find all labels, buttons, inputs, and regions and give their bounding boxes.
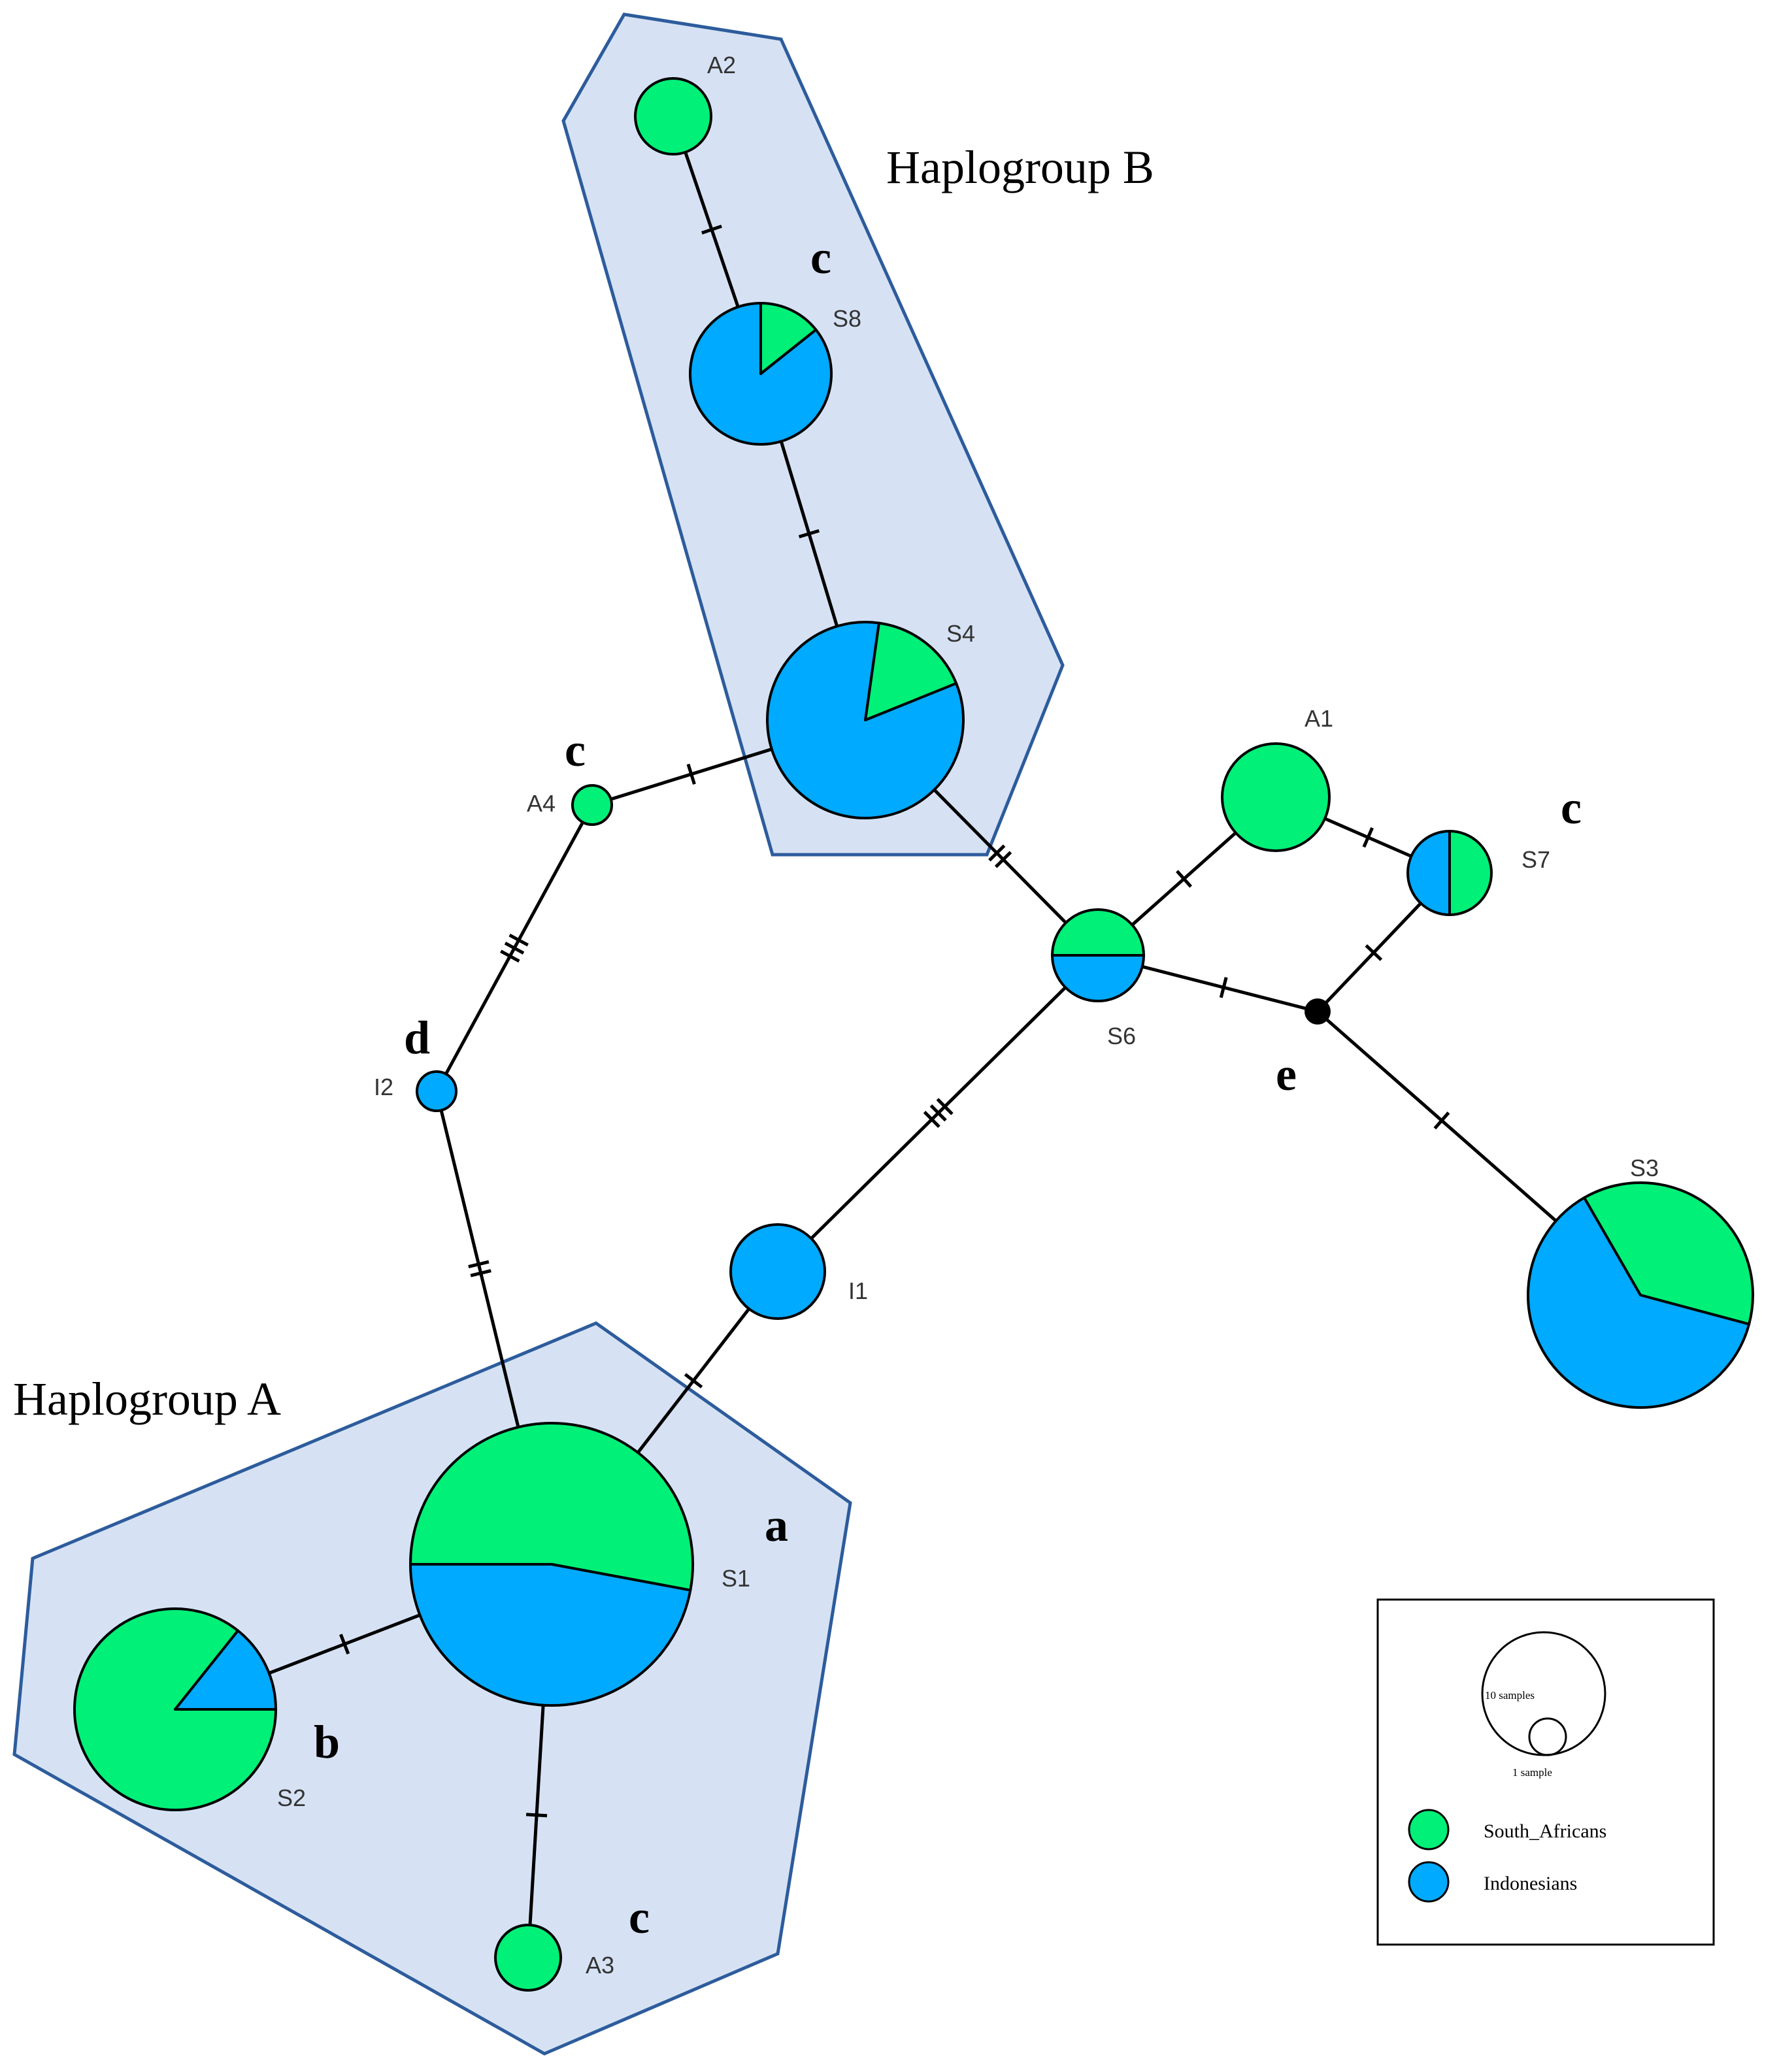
label-A1: A1 bbox=[1305, 705, 1333, 732]
pie-S6-south-africans bbox=[1051, 908, 1145, 957]
mutation-hatch-S4-S6-1 bbox=[988, 844, 1006, 862]
pie-S7-south-africans bbox=[1448, 830, 1493, 916]
pie-S3-south-africans bbox=[1583, 1181, 1754, 1326]
haplotype-S6 bbox=[1051, 908, 1145, 1002]
mutation-hatch-A2-S8-1 bbox=[701, 224, 722, 235]
mutation-hatch-S6-A1-1 bbox=[1176, 870, 1193, 888]
mutation-hatch-I2-S1-2 bbox=[470, 1269, 491, 1277]
pie-S4-south-africans bbox=[864, 621, 958, 721]
legend-label-south-africans: South_Africans bbox=[1484, 1820, 1606, 1842]
pie-S6-indonesians bbox=[1051, 954, 1145, 1002]
pie-S1-south-africans bbox=[409, 1421, 694, 1592]
legend-size-small-label: 1 sample bbox=[1512, 1766, 1552, 1779]
mutation-hatch-S1-A3-1 bbox=[525, 1813, 548, 1818]
mutation-hatch-I1-S1-1 bbox=[684, 1373, 703, 1389]
label-S4: S4 bbox=[946, 620, 975, 647]
mutation-hatch-e_node-S3-1 bbox=[1433, 1111, 1450, 1130]
legend-size-large-label: 10 samples bbox=[1485, 1689, 1535, 1702]
annotation-b-s2: b bbox=[314, 1716, 340, 1768]
label-S3: S3 bbox=[1630, 1155, 1659, 1181]
haplotype-S4 bbox=[766, 621, 965, 819]
pie-I2-indonesians bbox=[416, 1070, 457, 1112]
haplogroup-b-label: Haplogroup B bbox=[886, 141, 1154, 193]
label-S7: S7 bbox=[1521, 846, 1550, 873]
haplotype-S7 bbox=[1406, 830, 1493, 916]
haplotype-S3 bbox=[1527, 1181, 1754, 1409]
haplotype-nodes bbox=[73, 77, 1754, 1992]
pie-S4-indonesians bbox=[766, 621, 965, 819]
legend-swatch-indonesians bbox=[1408, 1861, 1450, 1903]
mutation-hatch-S6-I1-2 bbox=[929, 1104, 947, 1122]
label-A3: A3 bbox=[586, 1952, 614, 1979]
pie-S1-indonesians bbox=[409, 1563, 692, 1707]
label-A2: A2 bbox=[707, 52, 736, 78]
mutation-hatch-A4-I2-3 bbox=[500, 949, 520, 963]
annotation-c-s7: c bbox=[1561, 781, 1582, 834]
label-A4: A4 bbox=[527, 790, 556, 817]
pie-A3-south-africans bbox=[494, 1924, 562, 1992]
pie-A2-south-africans bbox=[634, 77, 712, 156]
mutation-hatch-S8-S4-1 bbox=[798, 529, 820, 538]
annotation-c-a4: c bbox=[565, 724, 586, 776]
haplotype-S1 bbox=[409, 1421, 694, 1707]
haplotype-A4 bbox=[571, 784, 613, 826]
haplogroup-b-hull bbox=[561, 12, 1065, 857]
haplotype-I1 bbox=[729, 1223, 826, 1320]
label-S8: S8 bbox=[833, 305, 861, 332]
label-S1: S1 bbox=[722, 1565, 750, 1592]
haplotype-labels: A2 S8 S4 A4 I2 A1 S7 S6 I1 S3 S1 S2 A3 bbox=[277, 52, 1659, 1979]
annotation-e-median: e bbox=[1276, 1048, 1297, 1100]
mutation-hatch-S6-I1-1 bbox=[936, 1098, 954, 1115]
pie-S2-indonesians bbox=[174, 1629, 277, 1711]
label-S2: S2 bbox=[277, 1784, 306, 1811]
pie-S3-indonesians bbox=[1527, 1196, 1751, 1409]
legend: 10 samples 1 sample South_Africans Indon… bbox=[1376, 1598, 1715, 1946]
haplotype-A1 bbox=[1221, 742, 1331, 852]
pie-A1-south-africans bbox=[1221, 742, 1331, 852]
annotation-c-a3: c bbox=[629, 1891, 650, 1943]
pie-S8-south-africans bbox=[759, 302, 818, 375]
mutation-hatch-A4-S4-1 bbox=[686, 763, 696, 785]
label-I2: I2 bbox=[374, 1074, 393, 1100]
mutation-hatch-S7-e_node-1 bbox=[1365, 944, 1383, 961]
haplogroup-a-label: Haplogroup A bbox=[13, 1373, 281, 1425]
pie-I1-indonesians bbox=[729, 1223, 826, 1320]
mutation-hatch-A1-S7-1 bbox=[1362, 827, 1374, 848]
mutation-hatch-A4-I2-1 bbox=[508, 933, 529, 947]
mutation-hatch-I2-S1-1 bbox=[468, 1260, 490, 1269]
label-S6: S6 bbox=[1107, 1023, 1136, 1049]
haplotype-A2 bbox=[634, 77, 712, 156]
pie-S7-indonesians bbox=[1406, 830, 1451, 916]
mutation-hatch-A4-I2-2 bbox=[504, 942, 525, 955]
mutation-hatch-S1-S2-1 bbox=[339, 1634, 350, 1654]
haplotype-S2 bbox=[73, 1607, 277, 1811]
legend-swatch-south-africans bbox=[1408, 1809, 1450, 1850]
pie-S8-indonesians bbox=[689, 302, 833, 446]
legend-label-indonesians: Indonesians bbox=[1484, 1873, 1577, 1894]
legend-size-circle-small bbox=[1528, 1717, 1567, 1756]
median-vector-node bbox=[1305, 998, 1331, 1025]
pie-A4-south-africans bbox=[571, 784, 613, 826]
label-I1: I1 bbox=[848, 1277, 868, 1304]
haplotype-S8 bbox=[689, 302, 833, 446]
mutation-hatch-S6-e_node-1 bbox=[1219, 977, 1228, 998]
haplotype-I2 bbox=[416, 1070, 457, 1112]
haplotype-A3 bbox=[494, 1924, 562, 1992]
mutation-hatch-S6-I1-3 bbox=[923, 1110, 940, 1128]
annotation-c-s8: c bbox=[810, 231, 831, 284]
mutation-hatch-S4-S6-2 bbox=[994, 851, 1012, 868]
annotation-a-s1: a bbox=[765, 1499, 788, 1551]
annotation-d-i2: d bbox=[404, 1011, 430, 1064]
letter-annotations: c c c d e a b c bbox=[314, 231, 1582, 1943]
